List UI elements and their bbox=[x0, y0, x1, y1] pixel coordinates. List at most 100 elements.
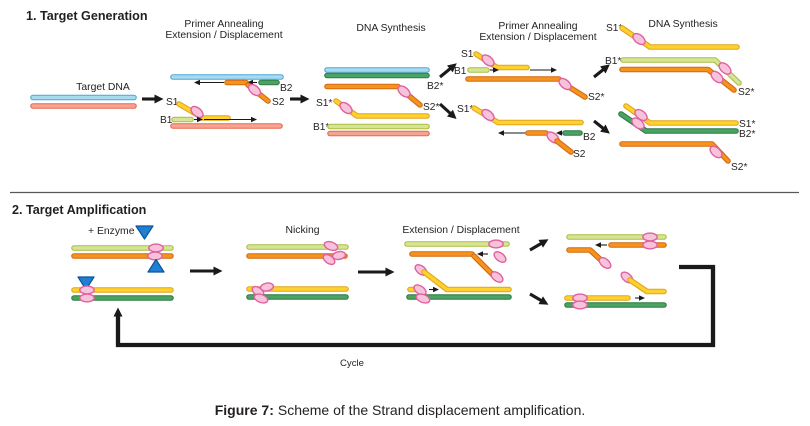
branch-arrow-up-2 bbox=[593, 64, 610, 79]
label-s1star-g4-bottom: S1* bbox=[739, 119, 755, 130]
label-s2-g3: S2 bbox=[573, 149, 586, 160]
s1-primer-strand bbox=[176, 101, 231, 121]
cycle-label: Cycle bbox=[340, 358, 364, 369]
step4-group: S1* B1* S2* S1* B2* S2* bbox=[605, 23, 755, 173]
extending-a-strand bbox=[409, 251, 496, 278]
nick-site bbox=[397, 85, 411, 98]
product-a-displaced-strand bbox=[566, 247, 605, 264]
s2-primer-diagonal bbox=[554, 138, 574, 155]
nick-site-s1 bbox=[190, 105, 204, 119]
b2-duplex-strand bbox=[618, 111, 739, 134]
label-b2star-g4: B2* bbox=[739, 129, 755, 140]
nick-site bbox=[481, 108, 495, 122]
enzyme-triangle-icon bbox=[135, 225, 154, 240]
label-b2-g1: B2 bbox=[280, 83, 293, 94]
label-b1star-g2: B1* bbox=[313, 122, 329, 133]
nick-site bbox=[710, 70, 724, 84]
label-b2-g3: B2 bbox=[583, 132, 596, 143]
cycle-arrow bbox=[113, 264, 716, 348]
nick-site bbox=[323, 240, 339, 252]
recognition-site bbox=[148, 243, 164, 253]
label-s2star-g3: S2* bbox=[588, 92, 604, 103]
enzyme-triangle-up-icon bbox=[147, 258, 165, 273]
recognition-site bbox=[642, 240, 658, 250]
nick-site bbox=[709, 145, 723, 159]
nick-site bbox=[490, 271, 504, 283]
step4-title: DNA Synthesis bbox=[648, 19, 717, 30]
label-s1star-g3: S1* bbox=[457, 104, 473, 115]
nick-site-s2 bbox=[247, 83, 262, 97]
s1-product-strand bbox=[619, 25, 740, 50]
label-b2star-g2: B2* bbox=[427, 81, 443, 92]
caption-label: Figure 7: bbox=[215, 402, 274, 418]
recognition-site bbox=[79, 285, 95, 295]
s2-product-strand bbox=[619, 66, 737, 93]
nick-site bbox=[631, 117, 645, 130]
label-s2star-g2: S2* bbox=[423, 102, 439, 113]
product-b-displaced-strand bbox=[627, 277, 667, 295]
section1-target-generation: 1. Target Generation Primer Annealing Ex… bbox=[26, 9, 755, 173]
products-group bbox=[564, 232, 667, 310]
nick-site bbox=[718, 62, 732, 75]
template-orange-strand bbox=[465, 76, 588, 100]
extension-displacement-group: Extension / Displacement bbox=[402, 225, 520, 304]
label-s2-g1: S2 bbox=[272, 97, 285, 108]
recognition-site bbox=[488, 239, 504, 249]
nick-site bbox=[598, 256, 612, 270]
nicking-group: Nicking bbox=[246, 225, 349, 304]
b1-product-strand bbox=[620, 57, 742, 86]
label-s1star-g2: S1* bbox=[316, 98, 332, 109]
extension-title: Extension / Displacement bbox=[402, 225, 519, 236]
step3-group: S1 B1 S2* S1* B2 S2 bbox=[454, 49, 604, 160]
nick-site bbox=[413, 284, 427, 296]
recognition-site bbox=[147, 251, 163, 261]
nick-site bbox=[253, 293, 269, 304]
branch-arrow-up bbox=[439, 63, 457, 79]
nick-site bbox=[493, 251, 507, 263]
label-b1-g1: B1 bbox=[160, 115, 173, 126]
label-s1-g1: S1 bbox=[166, 97, 179, 108]
target-dna-group: Target DNA bbox=[30, 82, 137, 109]
branch-arrow-down-3 bbox=[529, 292, 549, 305]
displaced-b-strand bbox=[421, 269, 512, 293]
s2-displaced-strand bbox=[619, 141, 731, 164]
nick-site bbox=[415, 293, 431, 304]
label-s1star-g4-top: S1* bbox=[606, 23, 622, 34]
section2-title: 2. Target Amplification bbox=[12, 203, 146, 217]
enzyme-label: + Enzyme bbox=[88, 226, 135, 237]
branch-arrow-down bbox=[438, 102, 457, 120]
nicking-title: Nicking bbox=[285, 225, 319, 236]
step2-group: B2* S2* S1* B1* bbox=[313, 67, 443, 137]
recognition-site bbox=[642, 232, 658, 242]
label-b1star-g4: B1* bbox=[605, 56, 621, 67]
nick-site bbox=[322, 253, 336, 266]
nick-site bbox=[331, 250, 347, 261]
label-b1-g3: B1 bbox=[454, 66, 467, 77]
recognition-site bbox=[79, 293, 95, 303]
label-s1-g3: S1 bbox=[461, 49, 474, 60]
nick-site bbox=[259, 282, 275, 292]
s1-duplex-strand bbox=[623, 103, 739, 126]
enzyme-triangle-down-icon bbox=[77, 276, 95, 291]
section2-target-amplification: 2. Target Amplification + Enzyme Nicking bbox=[12, 203, 716, 369]
step3-title-line1: Primer Annealing bbox=[498, 21, 577, 32]
s2-product-strand bbox=[324, 83, 423, 108]
target-dna-label: Target DNA bbox=[76, 82, 130, 93]
step3-title-line2: Extension / Displacement bbox=[479, 32, 596, 43]
label-s2star-g4-bottom: S2* bbox=[731, 162, 747, 173]
step2-title: DNA Synthesis bbox=[356, 23, 425, 34]
label-s2star-g4-top: S2* bbox=[738, 87, 754, 98]
nick-site bbox=[481, 54, 495, 67]
nick-site bbox=[558, 77, 572, 91]
nick-site bbox=[339, 101, 353, 115]
enzyme-addition-group: + Enzyme bbox=[71, 225, 174, 303]
branch-arrow-down-2 bbox=[593, 119, 610, 134]
nick-site bbox=[632, 32, 646, 46]
figure-caption: Figure 7:Scheme of the Strand displaceme… bbox=[215, 402, 586, 418]
caption-text: Scheme of the Strand displacement amplif… bbox=[278, 402, 585, 418]
step1-title-line1: Primer Annealing bbox=[184, 19, 263, 30]
step1-group: B2 S2 S1 B1 bbox=[160, 74, 293, 129]
step1-title-line2: Extension / Displacement bbox=[165, 30, 282, 41]
